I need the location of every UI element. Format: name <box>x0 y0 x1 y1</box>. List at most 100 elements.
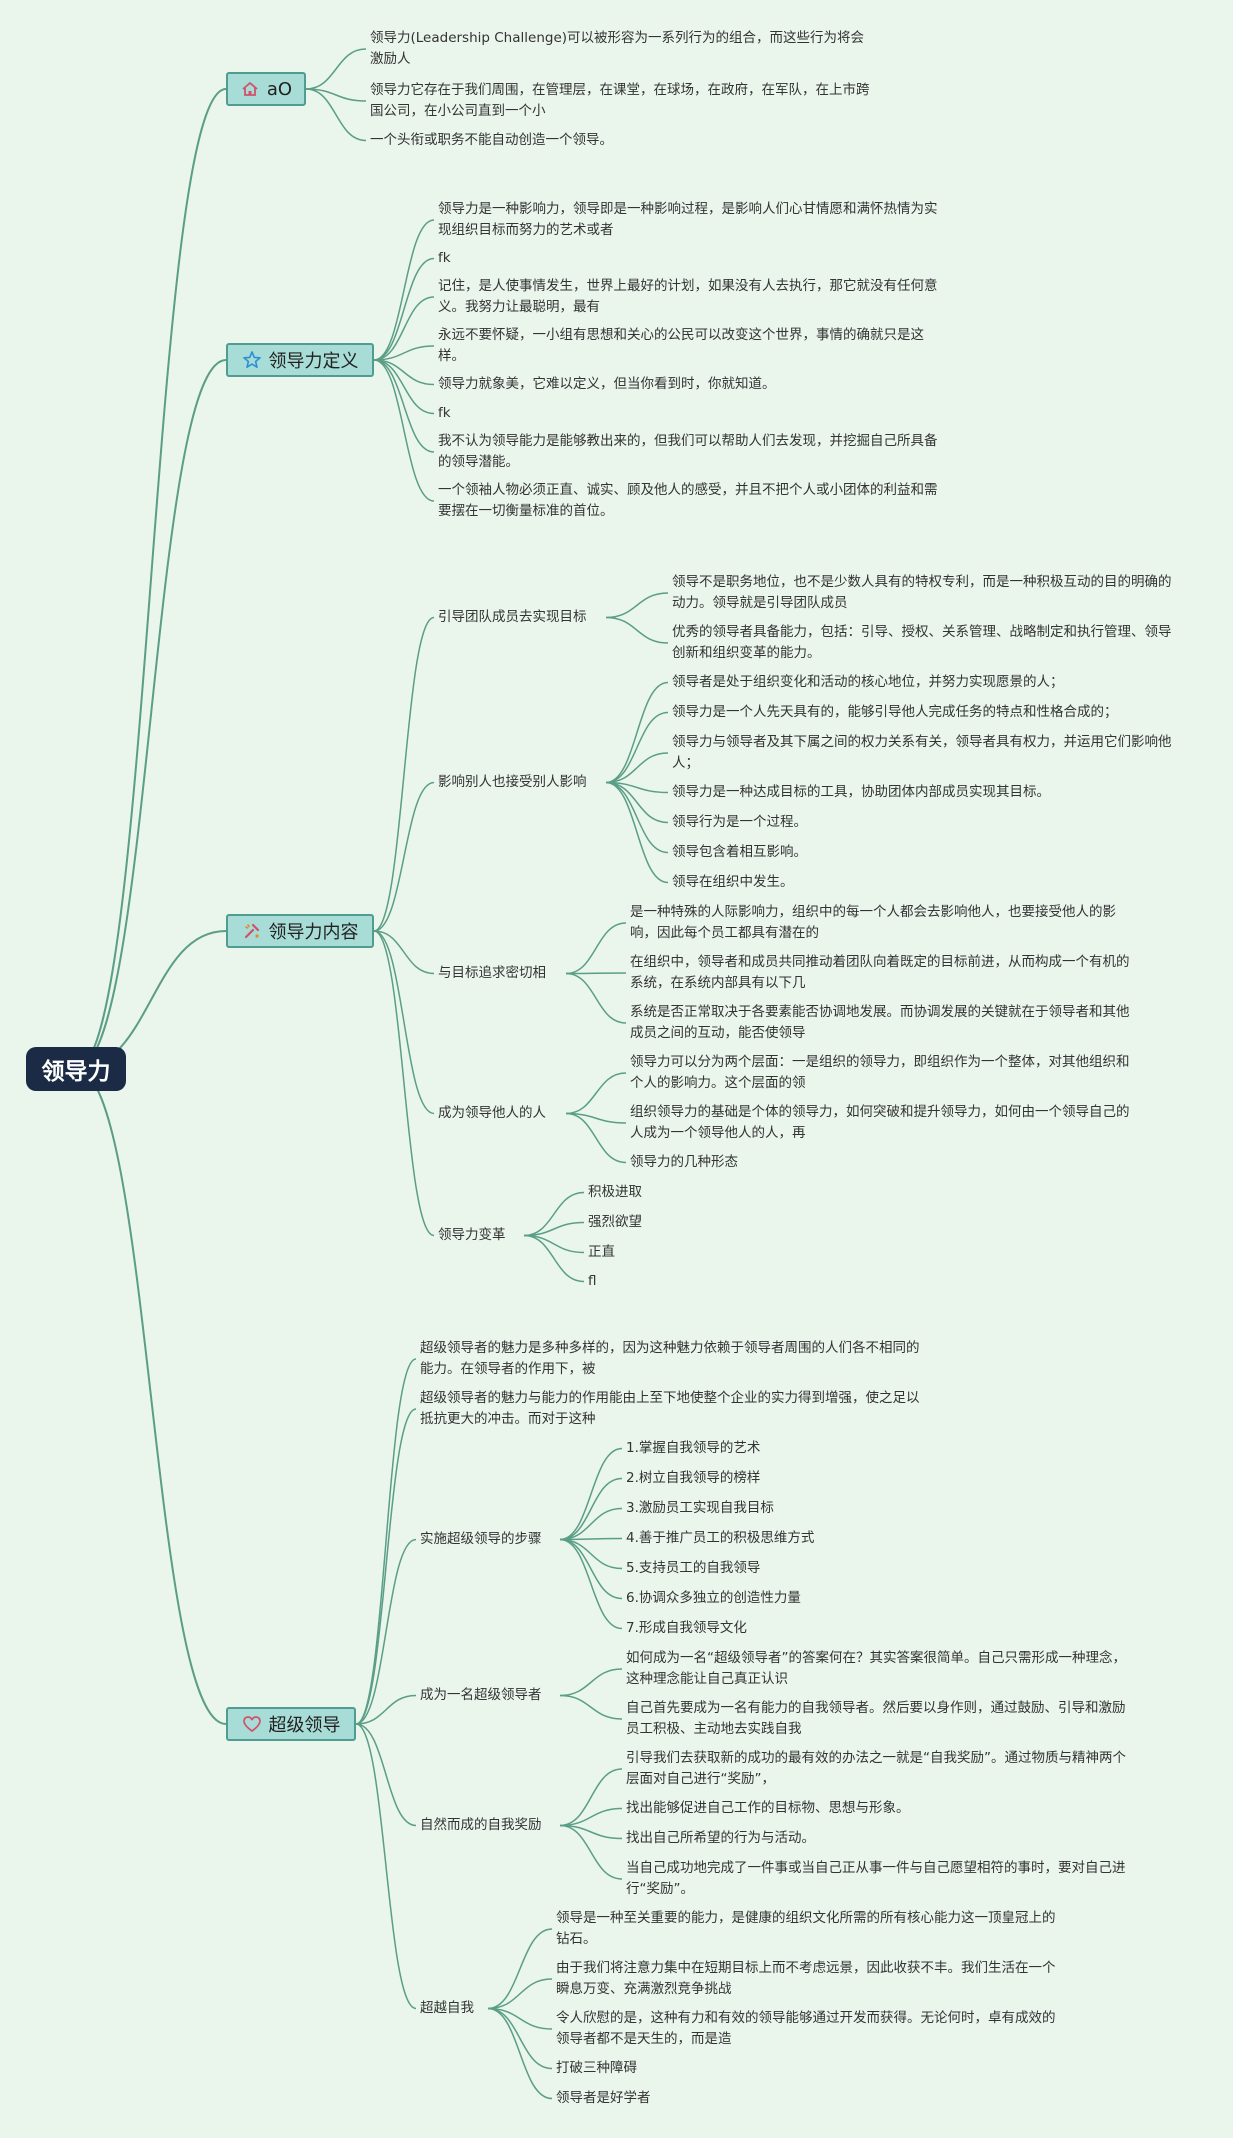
connector-line <box>373 930 435 975</box>
connector-line <box>305 88 367 102</box>
leaf-text[interactable]: 领导力它存在于我们周围，在管理层，在课堂，在球场，在政府，在军队，在上市跨国公司… <box>370 82 870 119</box>
leaf-text[interactable]: 领导力是一种达成目标的工具，协助团体内部成员实现其目标。 <box>672 784 1050 800</box>
leaf-text[interactable]: 组织领导力的基础是个体的领导力，如何突破和提升领导力，如何由一个领导自己的人成为… <box>630 1104 1130 1141</box>
leaf-text[interactable]: 在组织中，领导者和成员共同推动着团队向着既定的目标前进，从而构成一个有机的系统，… <box>630 954 1130 991</box>
leaf-text[interactable]: 领导者是处于组织变化和活动的核心地位，并努力实现愿景的人； <box>672 674 1064 690</box>
leaf-text[interactable]: 领导力的几种形态 <box>630 1154 738 1170</box>
connector-line <box>565 1072 627 1115</box>
leaf-text[interactable]: 引导我们去获取新的成功的最有效的办法之一就是“自我奖励”。通过物质与精神两个层面… <box>626 1750 1126 1787</box>
branch-node[interactable]: 自然而成的自我奖励 <box>420 1817 542 1833</box>
leaf-text[interactable]: 领导者是好学者 <box>556 2090 651 2106</box>
leaf-text[interactable]: 由于我们将注意力集中在短期目标上而不考虑远景，因此收获不丰。我们生活在一个瞬息万… <box>556 1960 1056 1997</box>
leaf-text[interactable]: 超级领导者的魅力与能力的作用能由上至下地使整个企业的实力得到增强，使之足以抵抗更… <box>420 1390 920 1427</box>
leaf-text[interactable]: 找出自己所希望的行为与活动。 <box>626 1830 815 1846</box>
connector-line <box>559 1768 623 1827</box>
section-label: aO <box>266 78 293 100</box>
leaf-text[interactable]: 5.支持员工的自我领导 <box>626 1560 761 1576</box>
connector-line <box>559 1824 623 1840</box>
connector-line <box>373 219 435 361</box>
branch-node[interactable]: 影响别人也接受别人影响 <box>438 774 587 790</box>
section-node-0[interactable]: aO <box>226 72 306 106</box>
leaf-text[interactable]: 强烈欲望 <box>588 1214 642 1230</box>
leaf-text[interactable]: 超级领导者的魅力是多种多样的，因为这种魅力依赖于领导者周围的人们各不相同的能力。… <box>420 1340 920 1377</box>
leaf-text[interactable]: 领导是一种至关重要的能力，是健康的组织文化所需的所有核心能力这一顶皇冠上的钻石。 <box>556 1910 1056 1947</box>
leaf-text[interactable]: 领导力是一个人先天具有的，能够引导他人完成任务的特点和性格合成的； <box>672 704 1118 720</box>
branch-node[interactable]: 领导力变革 <box>438 1227 506 1243</box>
leaf-text[interactable]: 一个领袖人物必须正直、诚实、顾及他人的感受，并且不把个人或小团体的利益和需要摆在… <box>438 482 938 519</box>
branch-node[interactable]: 与目标追求密切相 <box>438 965 546 981</box>
home-icon <box>240 79 260 99</box>
connector-line <box>355 1358 417 1725</box>
connector-line <box>605 616 669 644</box>
connector-line <box>605 781 669 884</box>
leaf-text[interactable]: 永远不要怀疑，一小组有思想和关心的公民可以改变这个世界，事情的确就只是这样。 <box>438 327 924 364</box>
leaf-text[interactable]: 令人欣慰的是，这种有力和有效的领导能够通过开发而获得。无论何时，卓有成效的领导者… <box>556 2010 1056 2047</box>
leaf-text[interactable]: 1.掌握自我领导的艺术 <box>626 1440 761 1456</box>
leaf-text[interactable]: fl <box>588 1273 597 1289</box>
connector-line <box>355 1408 417 1725</box>
leaf-text[interactable]: 7.形成自我领导文化 <box>626 1620 747 1636</box>
root-node[interactable]: 领导力 <box>26 1047 126 1091</box>
leaf-text[interactable]: 如何成为一名“超级领导者”的答案何在？其实答案很简单。自己只需形成一种理念，这种… <box>626 1650 1126 1687</box>
leaf-text[interactable]: 我不认为领导能力是能够教出来的，但我们可以帮助人们去发现，并挖掘自己所具备的领导… <box>438 433 938 470</box>
connector-line <box>305 88 367 142</box>
section-label: 领导力定义 <box>268 351 359 372</box>
section-label: 领导力内容 <box>268 922 359 943</box>
connector-line <box>487 2007 553 2100</box>
branch-node[interactable]: 成为领导他人的人 <box>438 1105 546 1121</box>
branch-node[interactable]: 成为一名超级领导者 <box>420 1687 542 1703</box>
leaf-text[interactable]: 领导在组织中发生。 <box>672 874 794 890</box>
section-node-1[interactable]: 领导力定义 <box>226 343 374 377</box>
leaf-text[interactable]: 领导力就象美，它难以定义，但当你看到时，你就知道。 <box>438 376 776 392</box>
tools-icon <box>242 921 262 941</box>
connector-line <box>487 2007 553 2070</box>
connector-line <box>75 1068 227 1725</box>
leaf-text[interactable]: 领导力与领导者及其下属之间的权力关系有关，领导者具有权力，并运用它们影响他人； <box>672 734 1172 771</box>
leaf-text[interactable]: 领导力(Leadership Challenge)可以被形容为一系列行为的组合，… <box>370 30 865 67</box>
leaf-text[interactable]: 3.激励员工实现自我目标 <box>626 1500 774 1516</box>
leaf-text[interactable]: 系统是否正常取决于各要素能否协调地发展。而协调发展的关键就在于领导者和其他成员之… <box>630 1004 1130 1041</box>
leaf-text[interactable]: 一个头衔或职务不能自动创造一个领导。 <box>370 132 613 148</box>
branch-node[interactable]: 实施超级领导的步骤 <box>420 1531 542 1547</box>
branch-node[interactable]: 超越自我 <box>420 2000 474 2016</box>
connector-line <box>373 359 435 386</box>
connector-line <box>373 296 435 361</box>
connector-line <box>373 345 435 361</box>
leaf-text[interactable]: 正直 <box>588 1244 615 1260</box>
leaf-text[interactable]: 积极进取 <box>588 1184 642 1200</box>
leaf-text[interactable]: 优秀的领导者具备能力，包括：引导、授权、关系管理、战略制定和执行管理、领导创新和… <box>672 624 1172 661</box>
leaf-text[interactable]: 领导行为是一个过程。 <box>672 814 807 830</box>
leaf-text[interactable]: 4.善于推广员工的积极思维方式 <box>626 1530 815 1546</box>
section-node-3[interactable]: 超级领导 <box>226 1707 356 1741</box>
leaf-text[interactable]: 是一种特殊的人际影响力，组织中的每一个人都会去影响他人，也要接受他人的影响，因此… <box>630 904 1116 941</box>
leaf-text[interactable]: fk <box>438 250 451 266</box>
leaf-text[interactable]: 当自己成功地完成了一件事或当自己正从事一件与自己愿望相符的事时，要对自己进行“奖… <box>626 1860 1126 1897</box>
leaf-text[interactable]: 记住，是人使事情发生，世界上最好的计划，如果没有人去执行，那它就没有任何意义。我… <box>438 278 938 315</box>
connector-line <box>355 1723 417 2010</box>
heart-icon <box>242 1714 262 1734</box>
connector-line <box>559 1538 623 1570</box>
leaf-text[interactable]: 2.树立自我领导的榜样 <box>626 1470 761 1486</box>
connector-line <box>373 359 435 415</box>
connector-line <box>487 1978 553 2010</box>
connector-line <box>559 1824 623 1880</box>
leaf-text[interactable]: fk <box>438 405 451 421</box>
connector-line <box>373 930 435 1237</box>
star-icon <box>242 350 262 370</box>
leaf-text[interactable]: 打破三种障碍 <box>556 2060 637 2076</box>
leaf-text[interactable]: 6.协调众多独立的创造性力量 <box>626 1590 801 1606</box>
section-node-2[interactable]: 领导力内容 <box>226 914 374 948</box>
connector-line <box>605 711 669 784</box>
connector-line <box>373 616 435 932</box>
connector-line <box>559 1538 623 1600</box>
leaf-text[interactable]: 找出能够促进自己工作的目标物、思想与形象。 <box>626 1800 910 1816</box>
leaf-text[interactable]: 自己首先要成为一名有能力的自我领导者。然后要以身作则，通过鼓励、引导和激励员工积… <box>626 1700 1126 1737</box>
connector-line <box>559 1477 623 1541</box>
leaf-text[interactable]: 领导不是职务地位，也不是少数人具有的特权专利，而是一种积极互动的目的明确的动力。… <box>672 574 1172 611</box>
leaf-text[interactable]: 领导力可以分为两个层面：一是组织的领导力，即组织作为一个整体，对其他组织和个人的… <box>630 1054 1130 1091</box>
branch-node[interactable]: 引导团队成员去实现目标 <box>438 609 587 625</box>
connector-line <box>523 1191 585 1237</box>
leaf-text[interactable]: 领导包含着相互影响。 <box>672 844 807 860</box>
leaf-text[interactable]: 领导力是一种影响力，领导即是一种影响过程，是影响人们心甘情愿和满怀热情为实现组织… <box>438 201 938 238</box>
